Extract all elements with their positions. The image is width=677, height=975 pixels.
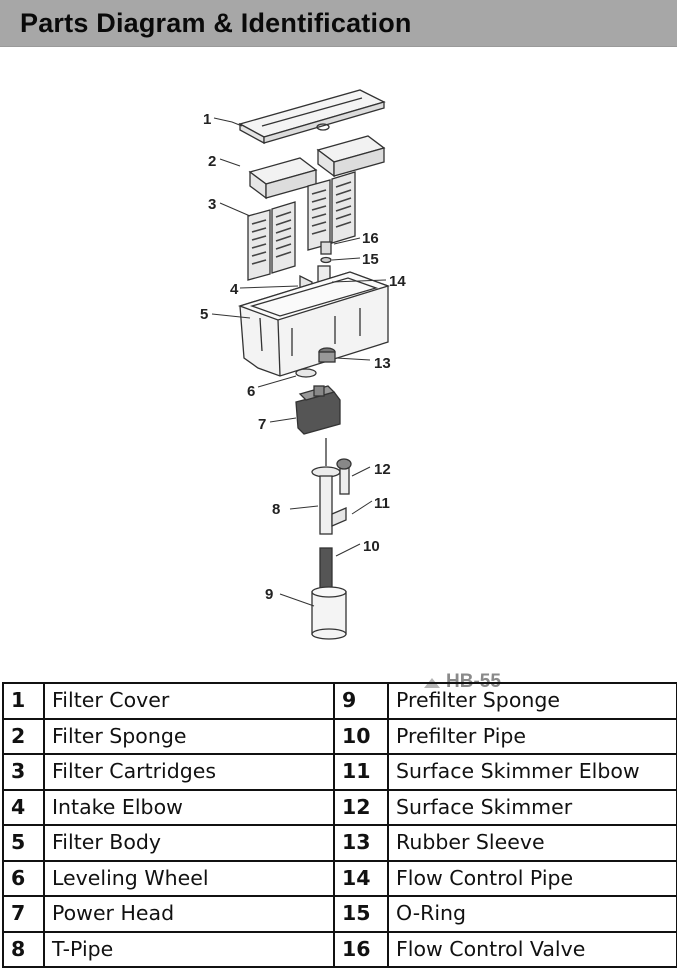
svg-text:7: 7 xyxy=(258,416,266,433)
part-number: 4 xyxy=(2,788,45,826)
callout-leaders xyxy=(211,117,387,607)
svg-text:9: 9 xyxy=(265,586,273,603)
exploded-view-drawing: 1 2 3 4 5 6 7 8 9 10 11 12 13 14 15 16 xyxy=(200,89,406,640)
flow-control-valve-shape xyxy=(320,241,332,264)
prefilter-sponge-shape xyxy=(311,586,347,640)
svg-text:15: 15 xyxy=(362,251,379,268)
part-name: Prefilter Sponge xyxy=(387,682,677,720)
part-number: 12 xyxy=(333,788,389,826)
part-name: Filter Cartridges xyxy=(43,753,335,791)
part-name: Flow Control Valve xyxy=(387,930,677,968)
part-name: Leveling Wheel xyxy=(43,859,335,897)
part-name: Surface Skimmer Elbow xyxy=(387,753,677,791)
filter-cartridges-shape xyxy=(247,171,356,281)
part-number: 3 xyxy=(2,753,45,791)
part-number: 2 xyxy=(2,717,45,755)
svg-text:3: 3 xyxy=(208,196,216,213)
power-head-shape xyxy=(295,385,341,435)
svg-text:16: 16 xyxy=(362,230,379,247)
parts-diagram: 1 2 3 4 5 6 7 8 9 10 11 12 13 14 15 16 H… xyxy=(0,46,677,692)
part-number: 13 xyxy=(333,824,389,862)
part-number: 10 xyxy=(333,717,389,755)
svg-text:4: 4 xyxy=(230,281,239,298)
part-name: Filter Cover xyxy=(43,682,335,720)
filter-body-shape xyxy=(237,271,391,377)
svg-text:1: 1 xyxy=(203,111,211,128)
svg-text:14: 14 xyxy=(389,273,406,290)
part-name: O-Ring xyxy=(387,895,677,933)
svg-text:8: 8 xyxy=(272,501,280,518)
part-number: 16 xyxy=(333,930,389,968)
t-pipe-shape xyxy=(311,438,352,535)
part-name: T-Pipe xyxy=(43,930,335,968)
part-number: 1 xyxy=(2,682,45,720)
part-number: 7 xyxy=(2,895,45,933)
part-name: Intake Elbow xyxy=(43,788,335,826)
part-number: 6 xyxy=(2,859,45,897)
part-number: 5 xyxy=(2,824,45,862)
section-header: Parts Diagram & Identification xyxy=(0,0,677,47)
part-name: Filter Sponge xyxy=(43,717,335,755)
svg-text:11: 11 xyxy=(374,495,390,512)
part-number: 11 xyxy=(333,753,389,791)
part-number: 9 xyxy=(333,682,389,720)
section-title: Parts Diagram & Identification xyxy=(20,8,412,38)
prefilter-pipe-shape xyxy=(319,547,333,589)
rubber-sleeve-shape xyxy=(318,347,336,363)
svg-text:12: 12 xyxy=(374,461,391,478)
part-name: Prefilter Pipe xyxy=(387,717,677,755)
svg-text:5: 5 xyxy=(200,306,208,323)
part-name: Rubber Sleeve xyxy=(387,824,677,862)
part-name: Power Head xyxy=(43,895,335,933)
part-name: Filter Body xyxy=(43,824,335,862)
filter-cover-shape xyxy=(238,89,386,145)
part-name: Flow Control Pipe xyxy=(387,859,677,897)
svg-text:6: 6 xyxy=(247,383,255,400)
part-number: 15 xyxy=(333,895,389,933)
svg-text:10: 10 xyxy=(363,538,380,555)
svg-text:13: 13 xyxy=(374,355,391,372)
svg-text:2: 2 xyxy=(208,153,216,170)
part-number: 14 xyxy=(333,859,389,897)
part-number: 8 xyxy=(2,930,45,968)
part-name: Surface Skimmer xyxy=(387,788,677,826)
leveling-wheel-shape xyxy=(295,368,317,378)
